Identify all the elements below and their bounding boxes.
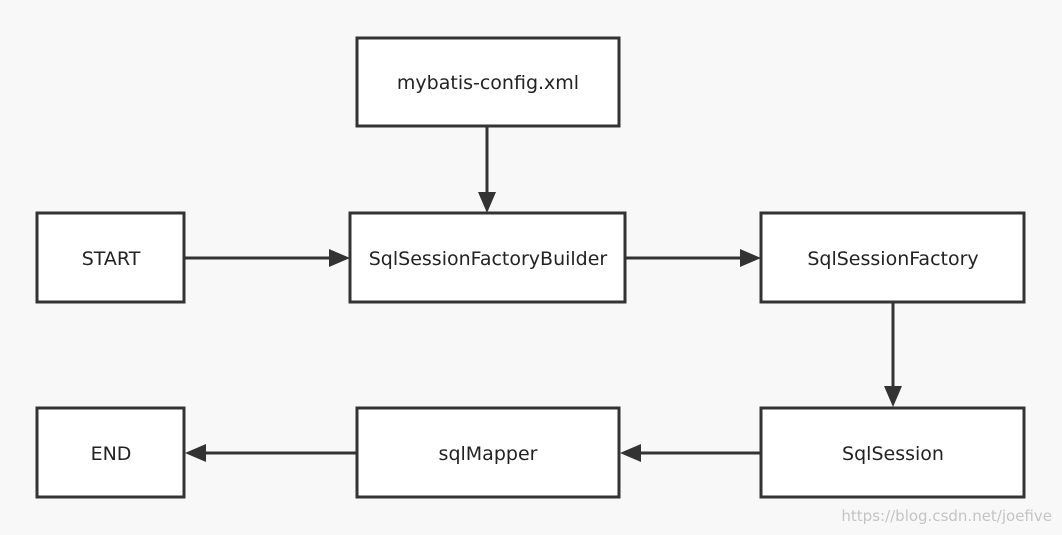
edge-factory-to-session-arrowhead	[884, 386, 902, 407]
node-start-label: START	[82, 248, 141, 270]
node-sqlsession: SqlSession	[759, 406, 1026, 499]
edge-mapper-to-end-arrowhead	[185, 444, 206, 462]
node-sqlsessionfactory-label: SqlSessionFactory	[807, 248, 978, 270]
node-mybatis-config: mybatis-config.xml	[355, 36, 621, 128]
edge-builder-to-factory-arrowhead	[740, 249, 761, 267]
edge-start-to-builder-arrowhead	[329, 249, 350, 267]
node-start: START	[35, 211, 186, 304]
node-sqlmapper: sqlMapper	[355, 406, 621, 499]
node-end-label: END	[91, 443, 132, 465]
edge-session-to-mapper-arrowhead	[620, 444, 641, 462]
edge-config-to-builder-arrowhead	[478, 192, 496, 213]
diagram-edges	[185, 126, 902, 462]
node-mybatis-config-label: mybatis-config.xml	[397, 72, 579, 94]
diagram-nodes: mybatis-config.xml START SqlSessionFacto…	[35, 36, 1026, 499]
node-sqlsession-label: SqlSession	[842, 443, 944, 465]
node-sqlsessionfactory: SqlSessionFactory	[759, 211, 1026, 304]
node-sqlsessionfactorybuilder: SqlSessionFactoryBuilder	[348, 211, 627, 304]
watermark-text: https://blog.csdn.net/joefive	[841, 507, 1052, 525]
node-end: END	[35, 406, 186, 499]
node-sqlsessionfactorybuilder-label: SqlSessionFactoryBuilder	[369, 248, 608, 270]
node-sqlmapper-label: sqlMapper	[439, 443, 538, 465]
